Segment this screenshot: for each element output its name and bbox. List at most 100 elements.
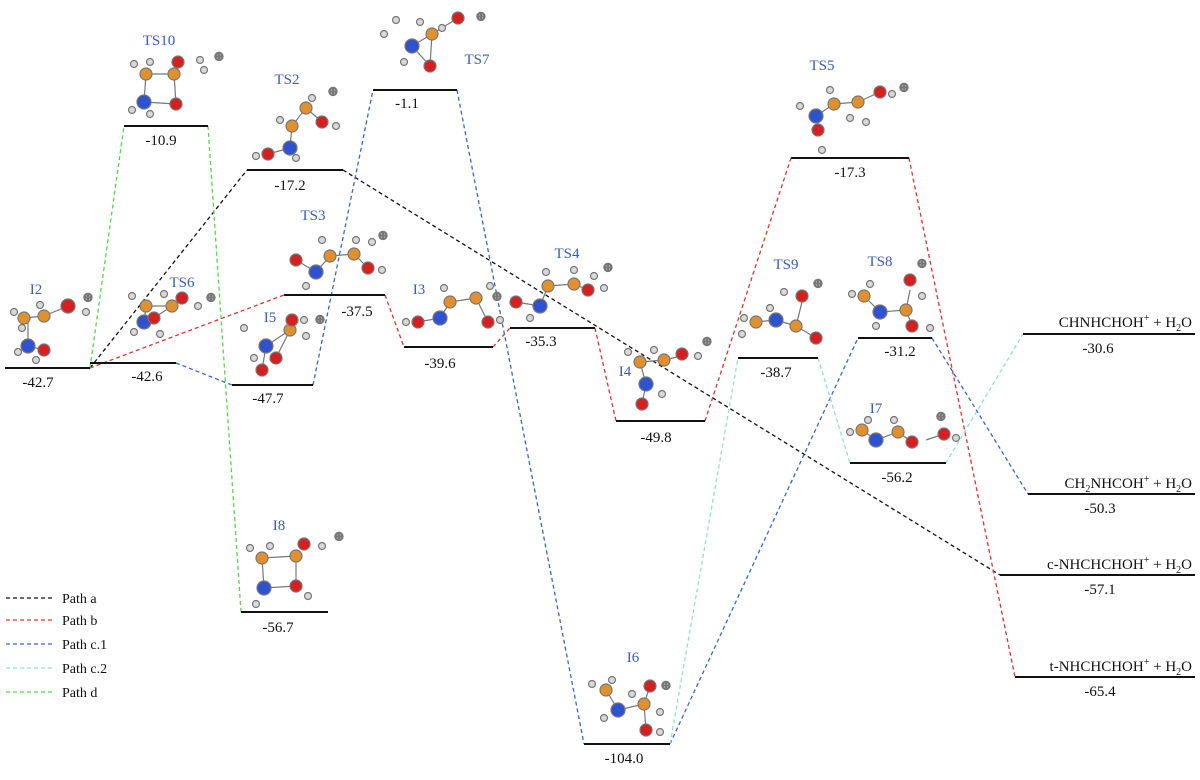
label-TS5: TS5 (809, 58, 834, 74)
path-d-connector (207, 125, 242, 613)
energy-I3: -39.6 (424, 356, 456, 372)
molecule-I6: ⊕ (587, 675, 672, 737)
charge-icon: ⊕ (917, 256, 928, 271)
legend-label: Path b (62, 614, 97, 629)
charge-icon: ⊕ (206, 290, 217, 305)
product-label-P1: CHNHCHOH+ + H2O (1059, 313, 1192, 334)
label-TS10: TS10 (143, 33, 176, 49)
molecule-TS3: ⊕ (289, 227, 389, 291)
energy-TS9: -38.7 (760, 365, 792, 381)
label-I3: I3 (413, 282, 426, 298)
legend-item-path-d: Path d (6, 686, 97, 701)
path-a-connector (89, 169, 248, 369)
product-label-P3: c-NHCHCHOH+ + H2O (1047, 555, 1192, 576)
energy-TS7: -1.1 (395, 96, 419, 112)
path-c1-connector (312, 89, 374, 386)
energy-TS8: -31.2 (884, 344, 915, 360)
path-b-connector (908, 157, 1016, 678)
molecule-I2: ⊕ (9, 289, 94, 365)
legend-item-path-b: Path b (6, 614, 97, 629)
charge-icon: ⊕ (899, 80, 910, 95)
label-I5: I5 (264, 310, 277, 326)
energy-I6: -104.0 (605, 751, 644, 767)
charge-icon: ⊕ (328, 84, 339, 99)
label-TS7: TS7 (464, 52, 490, 68)
charge-icon: ⊕ (603, 260, 614, 275)
energy-TS3: -37.5 (341, 304, 372, 320)
charge-icon: ⊕ (661, 678, 672, 693)
legend-label: Path c.1 (62, 638, 107, 653)
molecule-I8: ⊕ (245, 528, 345, 609)
energy-TS2: -17.2 (274, 178, 305, 194)
label-TS2: TS2 (274, 72, 299, 88)
label-TS8: TS8 (867, 254, 892, 270)
energy-TS10: -10.9 (145, 133, 176, 149)
energy-P3: -57.1 (1084, 582, 1115, 598)
charge-icon: ⊕ (936, 409, 947, 424)
energy-I8: -56.7 (262, 620, 294, 636)
label-I7: I7 (870, 401, 883, 417)
label-I6: I6 (627, 650, 640, 666)
charge-icon: ⊕ (334, 529, 345, 544)
path-c1-connector (456, 89, 585, 745)
molecule-TS4: ⊕ (509, 259, 614, 323)
energy-I2: -42.7 (22, 375, 54, 391)
energy-TS5: -17.3 (834, 165, 865, 181)
charge-icon: ⊕ (476, 9, 487, 24)
path-a-connector (342, 169, 1001, 576)
molecule-TS10: ⊕ (127, 48, 225, 119)
energy-P2: -50.3 (1084, 501, 1115, 517)
energy-P4: -65.4 (1084, 684, 1116, 700)
legend-item-path-a: Path a (6, 592, 97, 607)
label-I4: I4 (619, 364, 632, 380)
energy-P1: -30.6 (1082, 341, 1114, 357)
molecule-TS8: ⊕ (847, 255, 935, 333)
product-label-P2: CH2NHCOH+ + H2O (1065, 474, 1193, 495)
product-label-P4: t-NHCHCHOH+ + H2O (1050, 657, 1193, 678)
path-b-connector (384, 294, 405, 348)
label-TS4: TS4 (554, 246, 580, 262)
molecule-I5: ⊕ (239, 311, 326, 377)
charge-icon: ⊕ (214, 49, 225, 64)
molecule-I3: ⊕ (401, 281, 505, 329)
charge-icon: ⊕ (492, 289, 503, 304)
legend-label: Path d (62, 686, 97, 701)
path-c2-connector (669, 357, 739, 745)
legend-item-path-c1: Path c.1 (6, 638, 107, 653)
charge-icon: ⊕ (702, 334, 713, 349)
charge-icon: ⊕ (378, 228, 389, 243)
legend-label: Path a (62, 592, 97, 607)
charge-icon: ⊕ (83, 290, 94, 305)
label-TS3: TS3 (300, 208, 325, 224)
molecule-TS2: ⊕ (251, 83, 341, 163)
label-I2: I2 (30, 282, 43, 298)
molecule-TS9: ⊕ (737, 275, 824, 345)
path-c1-connector (175, 362, 233, 386)
energy-I7: -56.2 (881, 470, 912, 486)
energy-I4: -49.8 (640, 430, 671, 446)
charge-icon: ⊕ (813, 276, 824, 291)
molecule-TS7: ⊕ (379, 8, 487, 73)
molecule-I4: ⊕ (623, 333, 713, 411)
label-I8: I8 (273, 518, 286, 534)
molecule-I7: ⊕ (845, 408, 961, 449)
path-b-connector (704, 157, 792, 422)
path-b-connector (492, 327, 511, 348)
label-TS9: TS9 (773, 257, 798, 273)
legend-item-path-c2: Path c.2 (6, 662, 107, 677)
charge-icon: ⊕ (315, 312, 326, 327)
path-c1-connector (669, 337, 859, 745)
path-c1-connector (931, 337, 1029, 495)
legend-label: Path c.2 (62, 662, 107, 677)
energy-TS4: -35.3 (525, 334, 556, 350)
energy-TS6: -42.6 (131, 369, 163, 385)
path-c2-connector (817, 357, 851, 464)
label-TS6: TS6 (169, 275, 195, 291)
legend: Path a Path b Path c.1 Path c.2 Path d (6, 592, 107, 701)
molecule-TS6: ⊕ (127, 289, 217, 339)
path-b-connector (594, 327, 617, 422)
energy-I5: -47.7 (252, 391, 284, 407)
molecule-TS5: ⊕ (795, 79, 910, 155)
